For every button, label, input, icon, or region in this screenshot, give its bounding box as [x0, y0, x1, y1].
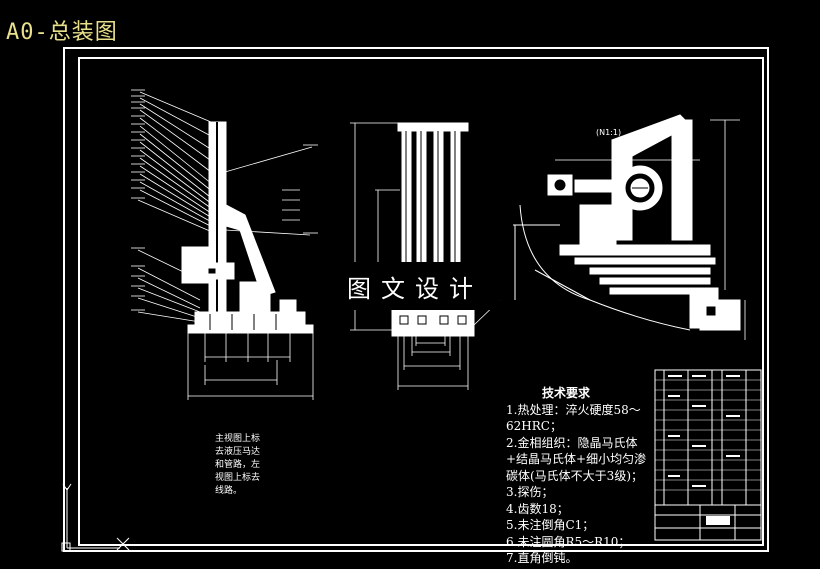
tech-item: 2.金相组织：隐晶马氏体+结晶马氏体+细小均匀渗碳体(马氏体不大于3级)； [506, 435, 647, 483]
drawing-title: A0-总装图 [6, 20, 118, 45]
watermark: 图文设计 [330, 262, 500, 310]
inner-border [78, 57, 764, 546]
outer-border [63, 47, 769, 552]
tech-requirements-title: 技术要求 [541, 386, 590, 400]
technical-requirements: 技术要求 1.热处理：淬火硬度58～62HRC； 2.金相组织：隐晶马氏体+结晶… [506, 385, 656, 567]
detail-view [513, 114, 746, 340]
tech-item: 5.未注倒角C1； [506, 518, 595, 532]
front-view [131, 89, 318, 400]
side-note: 主视图上标去液压马达和管路，左视图上标去线路。 [215, 434, 261, 496]
detail-scale-label: (N1:1) [596, 128, 622, 137]
tech-item: 4.齿数18； [506, 501, 569, 516]
side-view [350, 122, 501, 390]
ucs-icon [61, 483, 130, 552]
tech-item: 3.探伤； [506, 485, 554, 499]
tech-item: 6.未注圆角R5～R10； [506, 534, 631, 549]
title-block [654, 369, 762, 541]
tech-item: 7.直角倒钝。 [506, 551, 578, 565]
tech-item: 1.热处理：淬火硬度58～62HRC； [506, 402, 641, 434]
